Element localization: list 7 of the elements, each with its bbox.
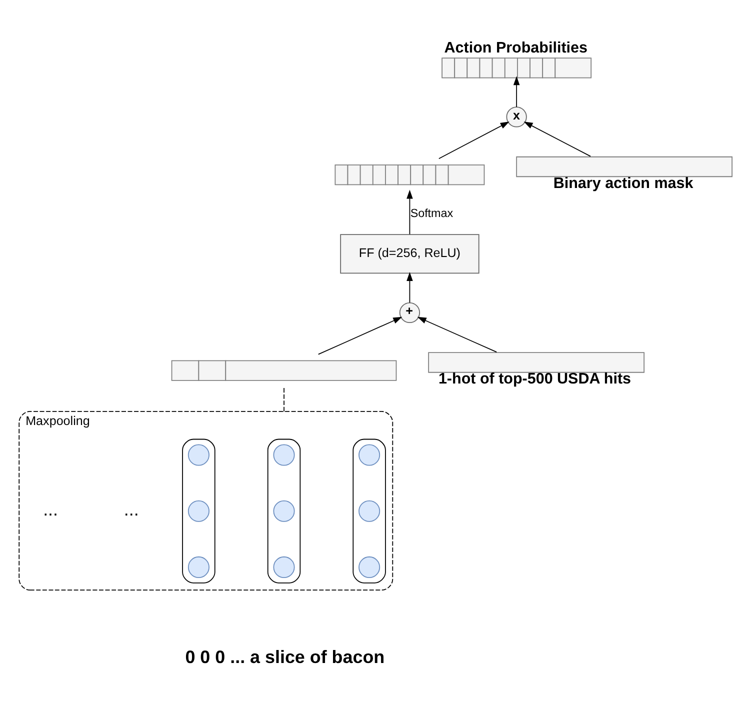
node-label: Action Probabilities	[444, 38, 588, 56]
node-label: 1-hot of top-500 USDA hits	[438, 370, 632, 388]
edge-label: Softmax	[410, 206, 454, 220]
node-label: 0 0 0 ... a slice of bacon	[185, 646, 385, 666]
label: ...	[124, 499, 139, 520]
node-label: Binary action mask	[553, 174, 694, 192]
label: ...	[43, 499, 58, 520]
